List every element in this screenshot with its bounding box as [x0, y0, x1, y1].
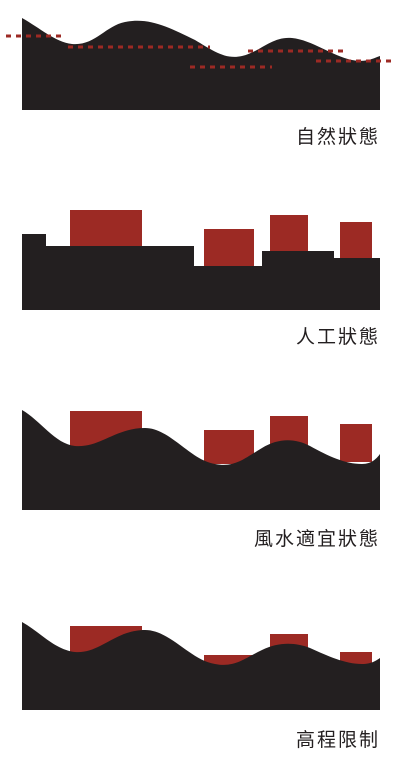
artificial-building-2: [204, 229, 254, 266]
artificial-terrain: [22, 234, 380, 310]
panel-fengshui-figure: [22, 410, 380, 510]
artificial-building-3: [270, 215, 308, 251]
panel-fengshui-caption: 風水適宜狀態: [253, 528, 380, 550]
panel-artificial-figure: [22, 210, 380, 310]
panel-artificial-caption: 人工狀態: [295, 326, 380, 348]
panel-height-limit: 高程限制: [0, 600, 398, 760]
artificial-building-1: [70, 210, 142, 246]
panel-height-limit-figure: [22, 622, 380, 710]
panel-natural: 自然狀態: [0, 0, 398, 160]
fengshui-building-4: [340, 424, 372, 462]
height-limit-terrain: [22, 622, 380, 710]
panel-fengshui: 風水適宜狀態: [0, 400, 398, 560]
natural-terrain: [22, 18, 380, 110]
panel-artificial: 人工狀態: [0, 200, 398, 360]
fengshui-terrain: [22, 410, 380, 510]
panel-natural-caption: 自然狀態: [295, 126, 380, 148]
panel-natural-figure: [6, 18, 396, 110]
artificial-building-4: [340, 222, 372, 258]
panel-height-limit-caption: 高程限制: [295, 729, 380, 751]
